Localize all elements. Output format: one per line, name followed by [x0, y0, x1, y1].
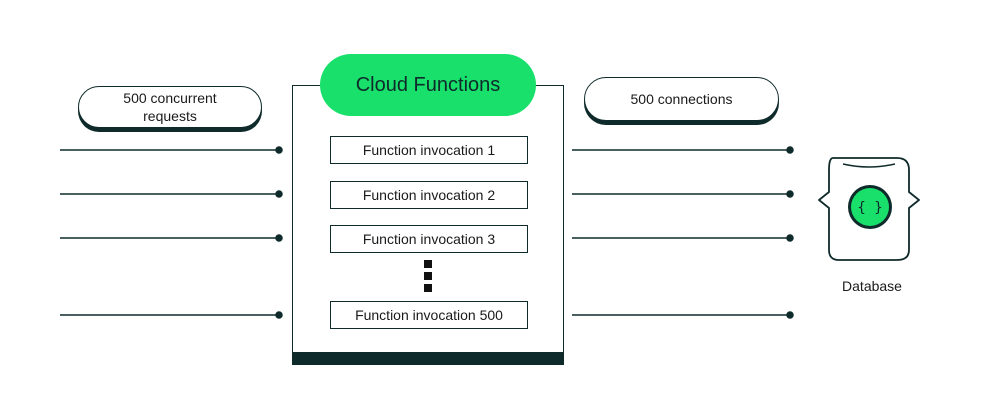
connections-pill: 500 connections: [584, 77, 779, 121]
request-lines: [60, 146, 283, 319]
concurrent-requests-pill: 500 concurrent requests: [78, 86, 262, 128]
connection-lines: [572, 146, 794, 319]
connection-line-dot: [786, 190, 794, 198]
ellipsis-dots: [424, 260, 434, 296]
request-line-dot: [275, 146, 283, 154]
function-invocation-box: Function invocation 3: [330, 225, 528, 253]
cloud-functions-title: Cloud Functions: [320, 54, 536, 116]
function-invocation-box: Function invocation 500: [330, 301, 528, 329]
function-invocation-label: Function invocation 1: [362, 142, 496, 158]
request-line-dot: [275, 311, 283, 319]
connections-label: 500 connections: [630, 91, 733, 107]
page-title: Cloud Functions: [355, 73, 501, 96]
function-invocation-box: Function invocation 2: [330, 181, 528, 209]
request-line-dot: [275, 234, 283, 242]
function-invocation-label: Function invocation 3: [362, 231, 496, 247]
connection-line-dot: [786, 146, 794, 154]
container-footer-bar: [292, 352, 564, 365]
connection-line-dot: [786, 311, 794, 319]
connection-line-dot: [786, 234, 794, 242]
function-invocation-label: Function invocation 500: [355, 307, 503, 323]
curly-braces-icon: { }: [857, 200, 882, 216]
function-invocation-label: Function invocation 2: [362, 187, 496, 203]
concurrent-requests-label: 500 concurrent requests: [123, 90, 217, 124]
function-invocation-box: Function invocation 1: [330, 136, 528, 164]
database-icon: { }: [818, 157, 920, 261]
request-line-dot: [275, 190, 283, 198]
database-label: Database: [842, 278, 902, 294]
